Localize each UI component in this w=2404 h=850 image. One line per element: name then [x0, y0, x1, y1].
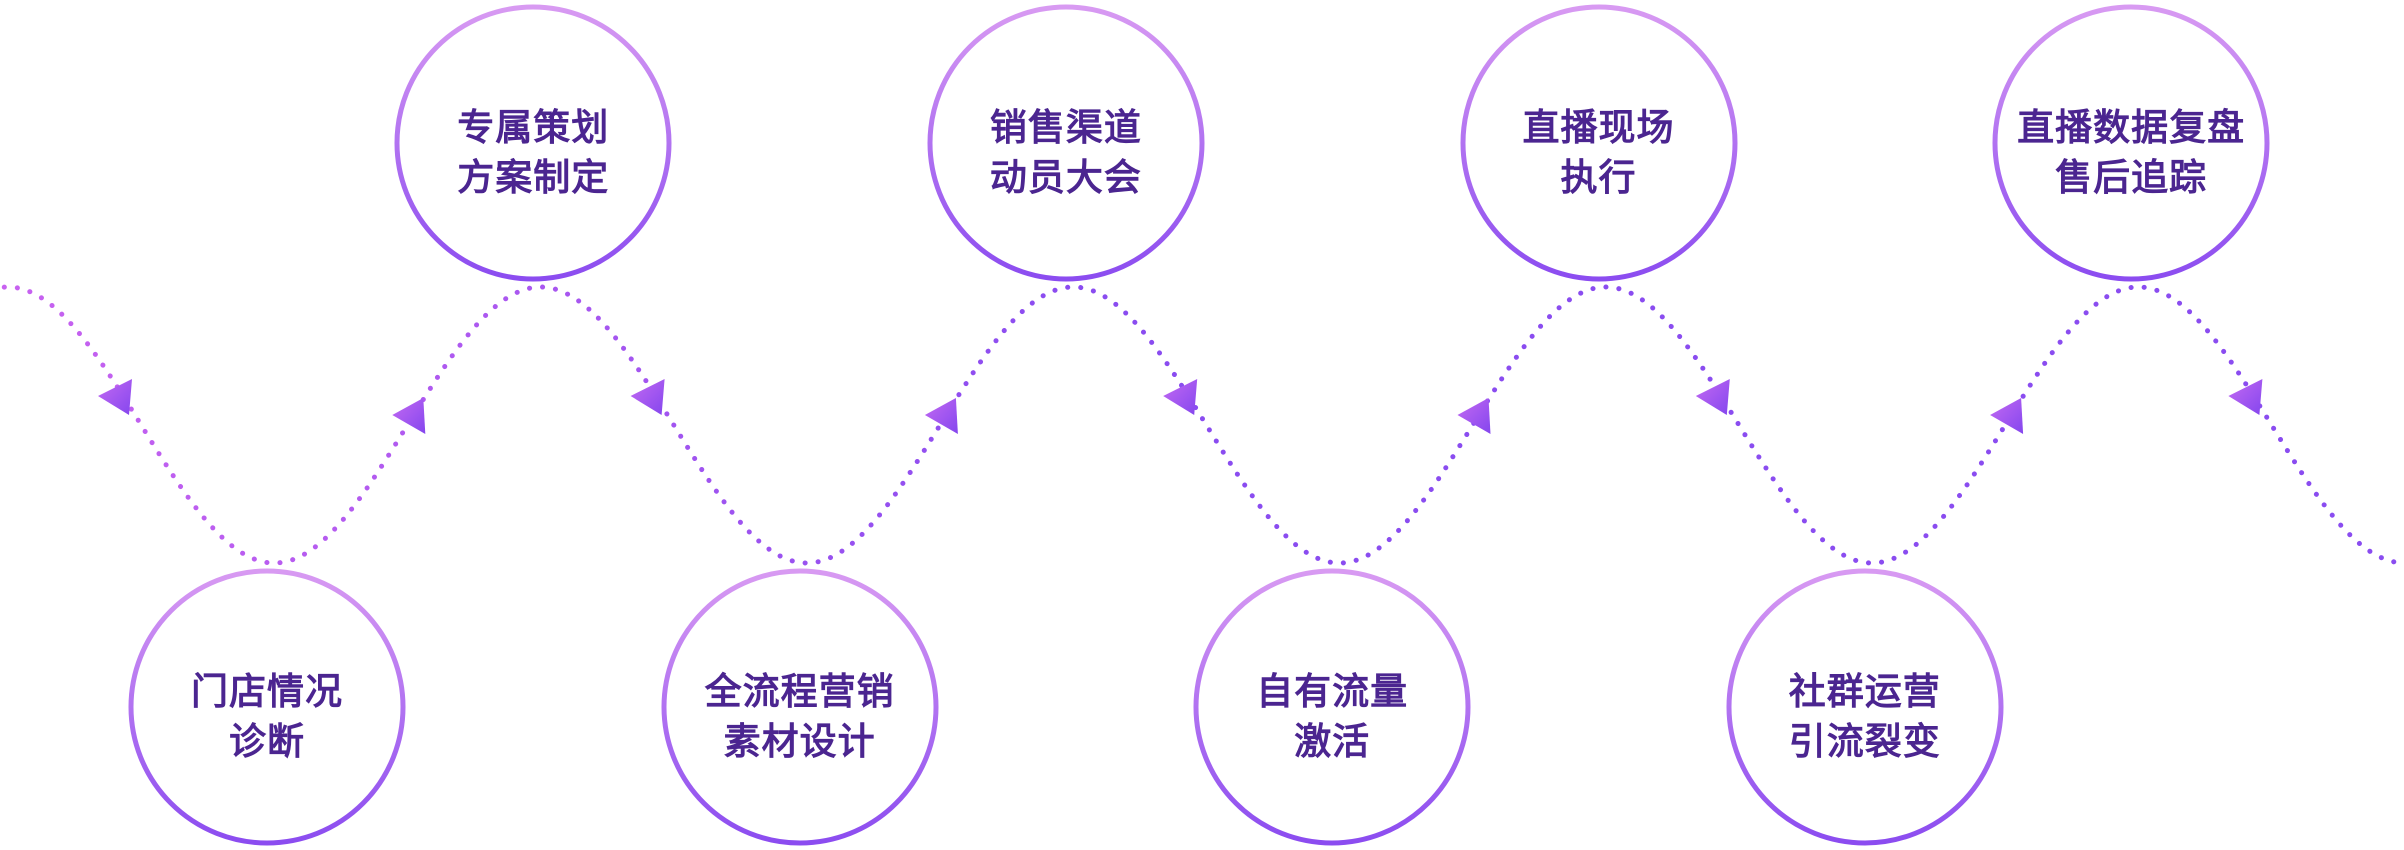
step-label-line: 方案制定 — [457, 156, 610, 199]
step-label-line: 执行 — [1560, 156, 1637, 199]
arrow-left-icon — [1695, 379, 1730, 415]
step-label-line: 售后追踪 — [2055, 156, 2208, 199]
arrow-left-icon — [2228, 379, 2263, 415]
arrow-left-icon — [924, 398, 958, 434]
arrow-left-icon — [98, 379, 132, 415]
step-node-8: 直播数据复盘 售后追踪 — [1992, 4, 2270, 282]
step-label-line: 社群运营 — [1788, 670, 1941, 713]
step-ring — [1992, 4, 2270, 282]
step-label: 社群运营 引流裂变 — [1789, 667, 1941, 767]
step-label: 专属策划 方案制定 — [457, 103, 609, 203]
dotted-wave-line — [0, 284, 2404, 566]
step-node-1: 门店情况 诊断 — [128, 568, 406, 846]
step-label: 全流程营销 素材设计 — [705, 667, 895, 767]
step-node-3: 全流程营销 素材设计 — [661, 568, 939, 846]
step-node-6: 直播现场 执行 — [1460, 4, 1738, 282]
arrow-left-icon — [630, 379, 665, 415]
step-label-line: 诊断 — [229, 720, 305, 763]
arrow-group — [98, 379, 2263, 434]
step-node-2: 专属策划 方案制定 — [394, 4, 672, 282]
step-ring — [1193, 568, 1471, 846]
step-ring — [1460, 4, 1737, 282]
step-ring — [927, 4, 1205, 282]
step-label: 直播数据复盘 售后追踪 — [2017, 103, 2245, 203]
step-label-line: 销售渠道 — [989, 106, 1142, 149]
step-node-7: 社群运营 引流裂变 — [1726, 568, 2004, 846]
arrow-left-icon — [1990, 398, 2024, 434]
step-label: 自有流量 激活 — [1256, 667, 1408, 767]
step-label-line: 门店情况 — [191, 670, 343, 713]
arrow-left-icon — [392, 398, 426, 434]
step-label: 直播现场 执行 — [1523, 103, 1675, 203]
step-label-line: 自有流量 — [1256, 670, 1409, 713]
step-ring — [128, 568, 406, 846]
step-label-line: 专属策划 — [457, 106, 610, 149]
step-ring — [661, 568, 939, 846]
step-label-line: 素材设计 — [723, 720, 876, 763]
arrow-left-icon — [1457, 398, 1491, 434]
step-label-line: 动员大会 — [989, 156, 1142, 199]
step-node-4: 销售渠道 动员大会 — [927, 4, 1205, 282]
step-label-line: 全流程营销 — [704, 670, 895, 713]
step-ring — [1726, 568, 2004, 846]
step-label-line: 直播数据复盘 — [2017, 106, 2246, 149]
arrow-left-icon — [1163, 379, 1198, 415]
step-label-line: 激活 — [1294, 720, 1371, 763]
step-ring — [394, 4, 672, 282]
step-label-line: 引流裂变 — [1788, 720, 1941, 763]
step-label: 门店情况 诊断 — [191, 667, 343, 767]
step-label-line: 直播现场 — [1522, 106, 1675, 149]
step-node-5: 自有流量 激活 — [1193, 568, 1471, 846]
step-label: 销售渠道 动员大会 — [990, 103, 1142, 203]
